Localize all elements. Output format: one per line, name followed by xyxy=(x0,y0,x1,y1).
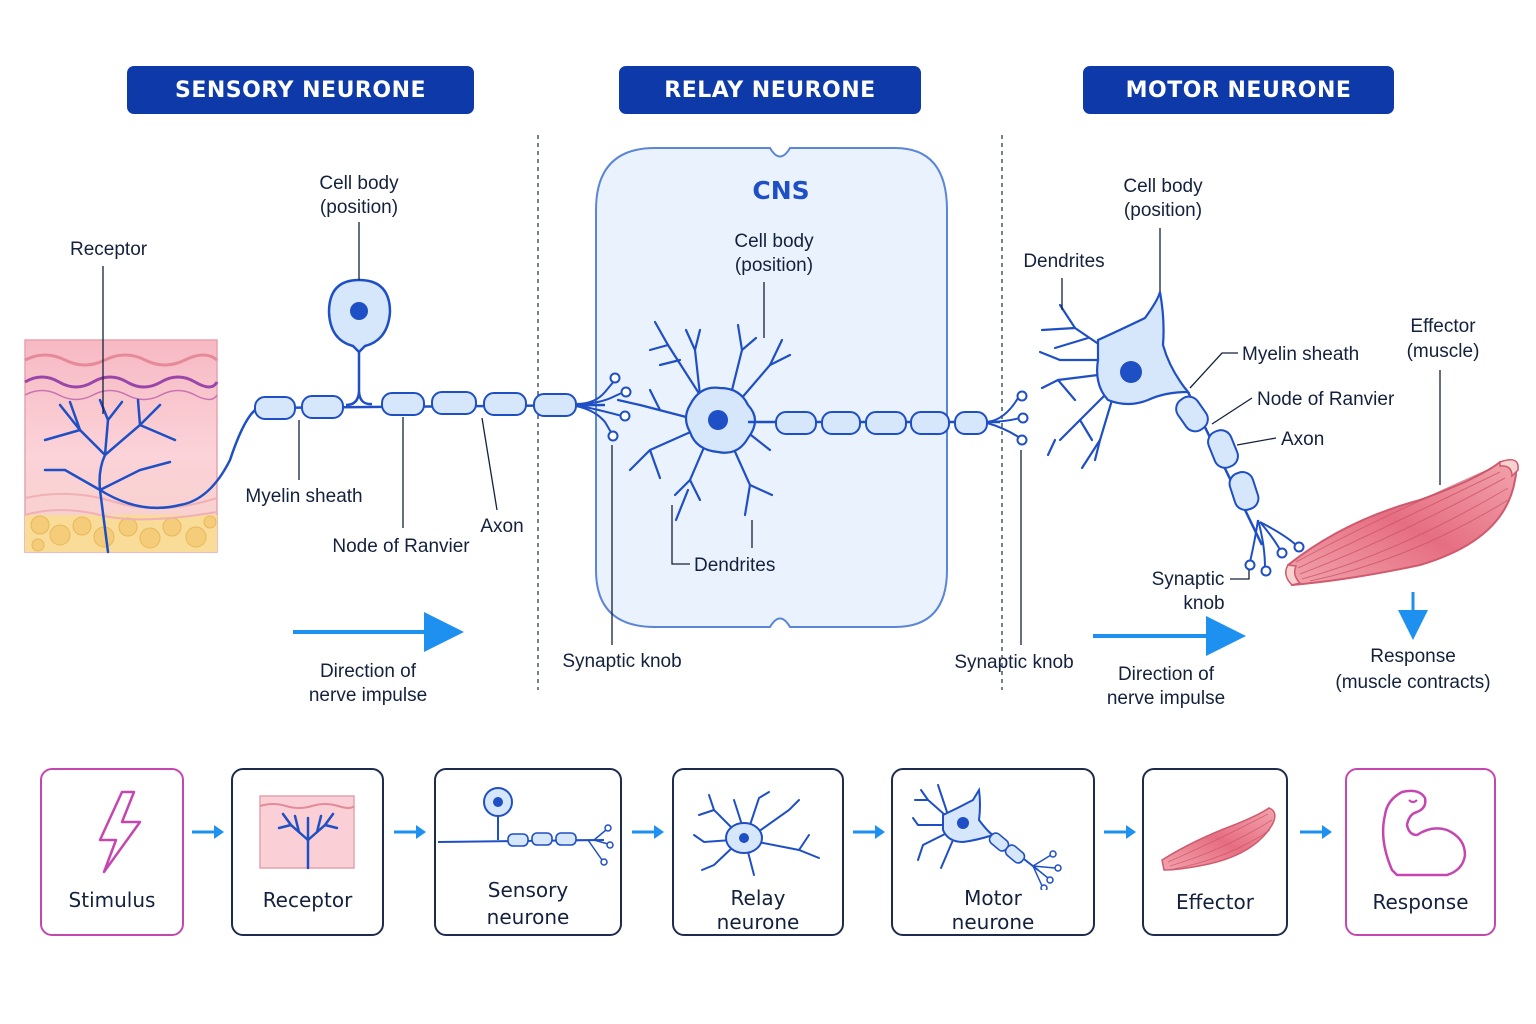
flow-step-response: Response xyxy=(1345,768,1496,936)
reflex-arc-diagram: CNS xyxy=(24,135,1519,709)
motor-neurone-icon xyxy=(912,784,1062,890)
relay-neurone-header: RELAY NEURONE xyxy=(619,66,921,114)
sensory-direction-label-1: Direction of xyxy=(320,661,417,682)
sensory-neurone-header: SENSORY NEURONE xyxy=(127,66,474,114)
flow-arrow-icon xyxy=(853,825,885,839)
motor-axon-pointer xyxy=(1236,437,1277,446)
motor-neurone-header: MOTOR NEURONE xyxy=(1083,66,1394,114)
motor-left-synaptic-knob-label: Synaptic knob xyxy=(954,652,1073,673)
motor-dendrites-label: Dendrites xyxy=(1023,251,1104,272)
relay-dendrites-pointer xyxy=(671,505,690,565)
response-label-1: Response xyxy=(1370,646,1456,667)
effector-label-1: Effector xyxy=(1410,316,1476,337)
motor-synaptic-knob-pointer xyxy=(1230,570,1250,580)
sensory-cell-body-label: Cell body xyxy=(319,173,399,194)
motor-myelin-pointer xyxy=(1189,352,1238,389)
flow-label-stimulus: Stimulus xyxy=(68,888,156,912)
motor-myelin-sheath-label: Myelin sheath xyxy=(1242,344,1359,365)
response-label-2: (muscle contracts) xyxy=(1335,672,1490,693)
flow-label-sensory-1: Sensory xyxy=(487,878,569,902)
flow-label-sensory-2: neurone xyxy=(486,905,570,929)
motor-node-of-ranvier-label: Node of Ranvier xyxy=(1257,389,1395,410)
flow-step-sensory-neurone: Sensory neurone xyxy=(434,768,622,936)
relay-dendrites-label: Dendrites xyxy=(694,555,775,576)
sensory-axon-label: Axon xyxy=(480,516,523,537)
cns-region xyxy=(595,147,948,628)
relay-neurone-icon xyxy=(693,791,820,876)
flow-label-relay-2: neurone xyxy=(716,910,800,934)
flow-label-motor-2: neurone xyxy=(951,910,1035,934)
sensory-node-of-ranvier-label: Node of Ranvier xyxy=(332,536,470,557)
flow-step-stimulus: Stimulus xyxy=(40,768,184,936)
sensory-cell-body-position: (position) xyxy=(320,197,398,218)
motor-cell-body-label: Cell body xyxy=(1123,176,1203,197)
motor-neurone xyxy=(1038,291,1305,577)
flow-arrow-icon xyxy=(632,825,664,839)
flow-label-motor-1: Motor xyxy=(964,886,1022,910)
motor-synaptic-knob-label-2: knob xyxy=(1183,593,1224,614)
flow-arrow-icon xyxy=(394,825,426,839)
motor-synaptic-knob-label-1: Synaptic xyxy=(1152,569,1225,590)
flow-arrow-icon xyxy=(1300,825,1332,839)
flow-label-effector: Effector xyxy=(1175,890,1255,914)
lightning-icon xyxy=(98,790,142,874)
flow-label-response: Response xyxy=(1372,890,1469,914)
muscle-effector xyxy=(1285,459,1519,587)
flow-step-relay-neurone: Relay neurone xyxy=(672,768,844,936)
sensory-direction-label-2: nerve impulse xyxy=(309,685,427,706)
flow-arrow-icon xyxy=(192,825,224,839)
cns-label: CNS xyxy=(752,176,809,205)
effector-label-2: (muscle) xyxy=(1407,341,1480,362)
muscle-icon xyxy=(1161,807,1276,871)
flexed-arm-icon xyxy=(1381,789,1467,877)
relay-synaptic-knob-label: Synaptic knob xyxy=(562,651,681,672)
sensory-cell-body xyxy=(327,278,392,354)
sensory-neurone-icon xyxy=(437,787,614,866)
relay-neurone xyxy=(616,320,1029,522)
sensory-axon xyxy=(254,330,632,442)
flow-label-relay-1: Relay xyxy=(730,886,786,910)
motor-axon-label: Axon xyxy=(1281,429,1324,450)
motor-direction-label-2: nerve impulse xyxy=(1107,688,1225,709)
receptor-icon xyxy=(259,795,355,870)
flow-step-motor-neurone: Motor neurone xyxy=(891,768,1095,936)
flow-label-receptor: Receptor xyxy=(262,888,353,912)
sensory-axon-pointer xyxy=(481,417,498,511)
motor-cell-body-position: (position) xyxy=(1124,200,1202,221)
flow-arrow-icon xyxy=(1104,825,1136,839)
motor-node-pointer xyxy=(1211,397,1253,425)
skin-receptor xyxy=(24,339,260,554)
receptor-label: Receptor xyxy=(70,239,148,260)
relay-cell-body-position: (position) xyxy=(735,255,813,276)
sensory-myelin-sheath-label: Myelin sheath xyxy=(245,486,362,507)
flow-step-receptor: Receptor xyxy=(231,768,384,936)
flow-step-effector: Effector xyxy=(1142,768,1288,936)
relay-cell-body-label: Cell body xyxy=(734,231,814,252)
motor-direction-label-1: Direction of xyxy=(1118,664,1215,685)
